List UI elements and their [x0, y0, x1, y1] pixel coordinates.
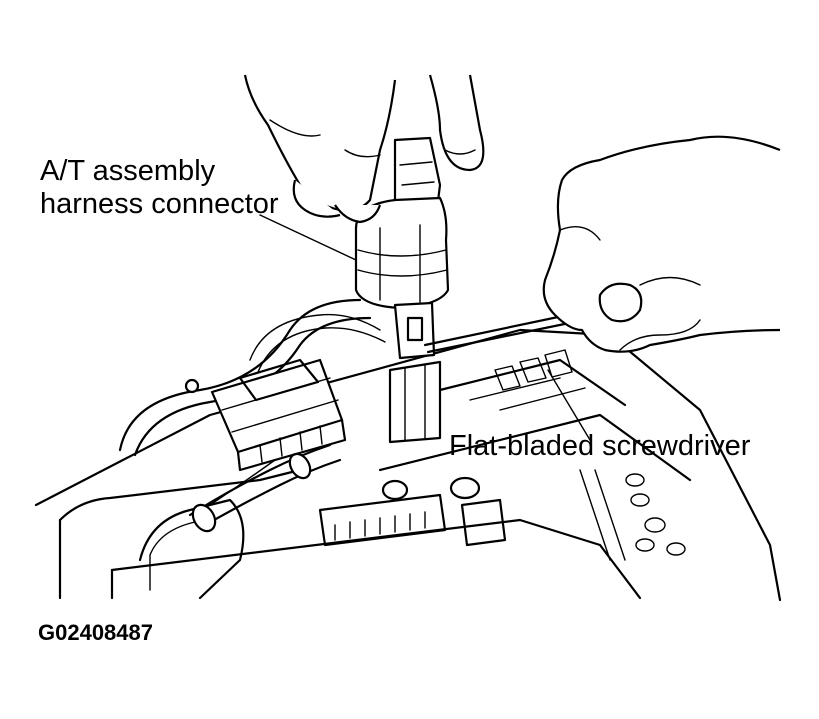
- wire-harness: [118, 298, 386, 533]
- callout-leaders: [259, 214, 591, 441]
- screwdriver-callout: Flat-bladed screwdriver: [449, 430, 751, 462]
- side-connector-block: [210, 358, 347, 472]
- connector-callout-line1: A/T assembly: [40, 155, 216, 187]
- right-hand: [542, 135, 781, 353]
- transmission-case: [34, 328, 782, 602]
- harness-connector: [354, 136, 450, 444]
- connector-callout-line2: harness connector: [40, 188, 279, 220]
- left-hand: [243, 74, 485, 224]
- figure-id: G02408487: [38, 620, 153, 645]
